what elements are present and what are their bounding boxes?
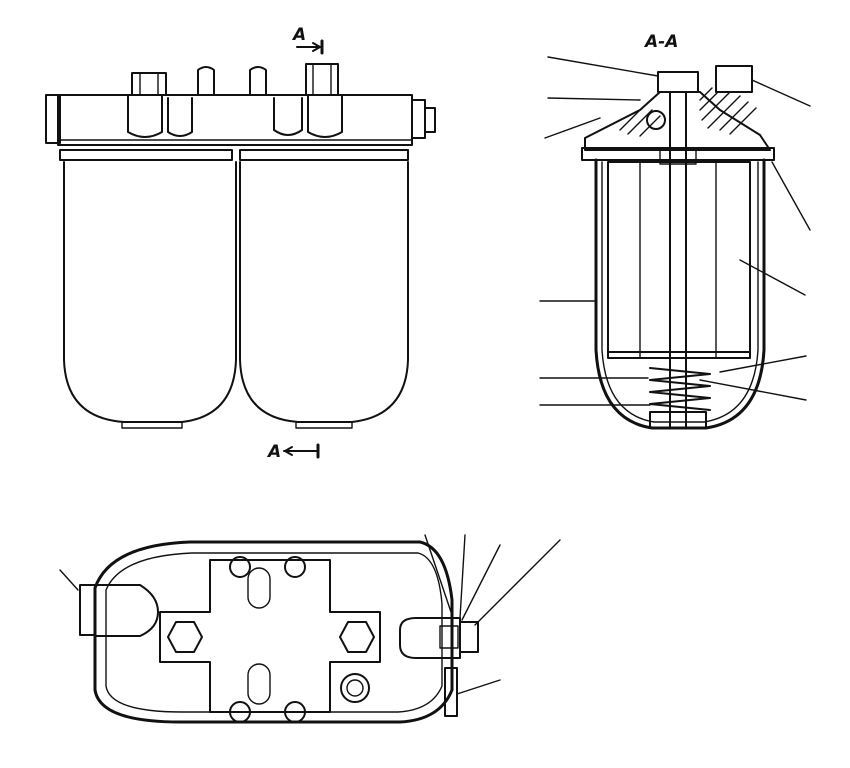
- bolt-hole: [229, 701, 251, 723]
- right-valve: [399, 617, 461, 659]
- bowl-ring-left: [59, 149, 233, 161]
- top-outline-inner: [105, 552, 443, 713]
- top-outline-outer: [93, 540, 454, 724]
- drain-plug: [340, 673, 370, 703]
- filter-bowl-left: [63, 161, 237, 423]
- hatching: [619, 87, 757, 137]
- section-head: [584, 91, 771, 151]
- leader-lines: [539, 56, 811, 406]
- section-label-bottom: A: [266, 442, 281, 462]
- bolt-hole: [284, 701, 306, 723]
- section-ring: [581, 147, 775, 161]
- cross-plate: [159, 559, 381, 713]
- section-arrow-bottom-icon: [283, 443, 320, 459]
- center-bolt-head: [657, 71, 699, 93]
- top-view: [59, 534, 561, 724]
- left-fitting: [79, 584, 96, 636]
- vent-plug: [715, 65, 753, 93]
- section-label-top: A: [291, 25, 306, 45]
- spring: [649, 367, 711, 411]
- bowl-foot-right: [295, 421, 353, 429]
- section-view: A-A: [539, 32, 811, 430]
- bolt-hole: [229, 556, 251, 578]
- filter-head: [45, 63, 436, 146]
- bowl-foot-left: [121, 421, 183, 429]
- section-arrow-top-icon: [296, 39, 324, 55]
- hex-nut: [167, 621, 203, 653]
- filter-bowl-right: [239, 161, 409, 423]
- front-view: A: [45, 25, 436, 462]
- hex-nut: [339, 621, 375, 653]
- bleed-screw: [444, 667, 458, 717]
- bowl-ring-right: [239, 149, 409, 161]
- bottom-nut: [649, 411, 707, 429]
- section-view-title: A-A: [643, 32, 678, 52]
- filter-element: [607, 161, 751, 359]
- bolt-hole: [284, 556, 306, 578]
- inlet-port: [646, 110, 666, 130]
